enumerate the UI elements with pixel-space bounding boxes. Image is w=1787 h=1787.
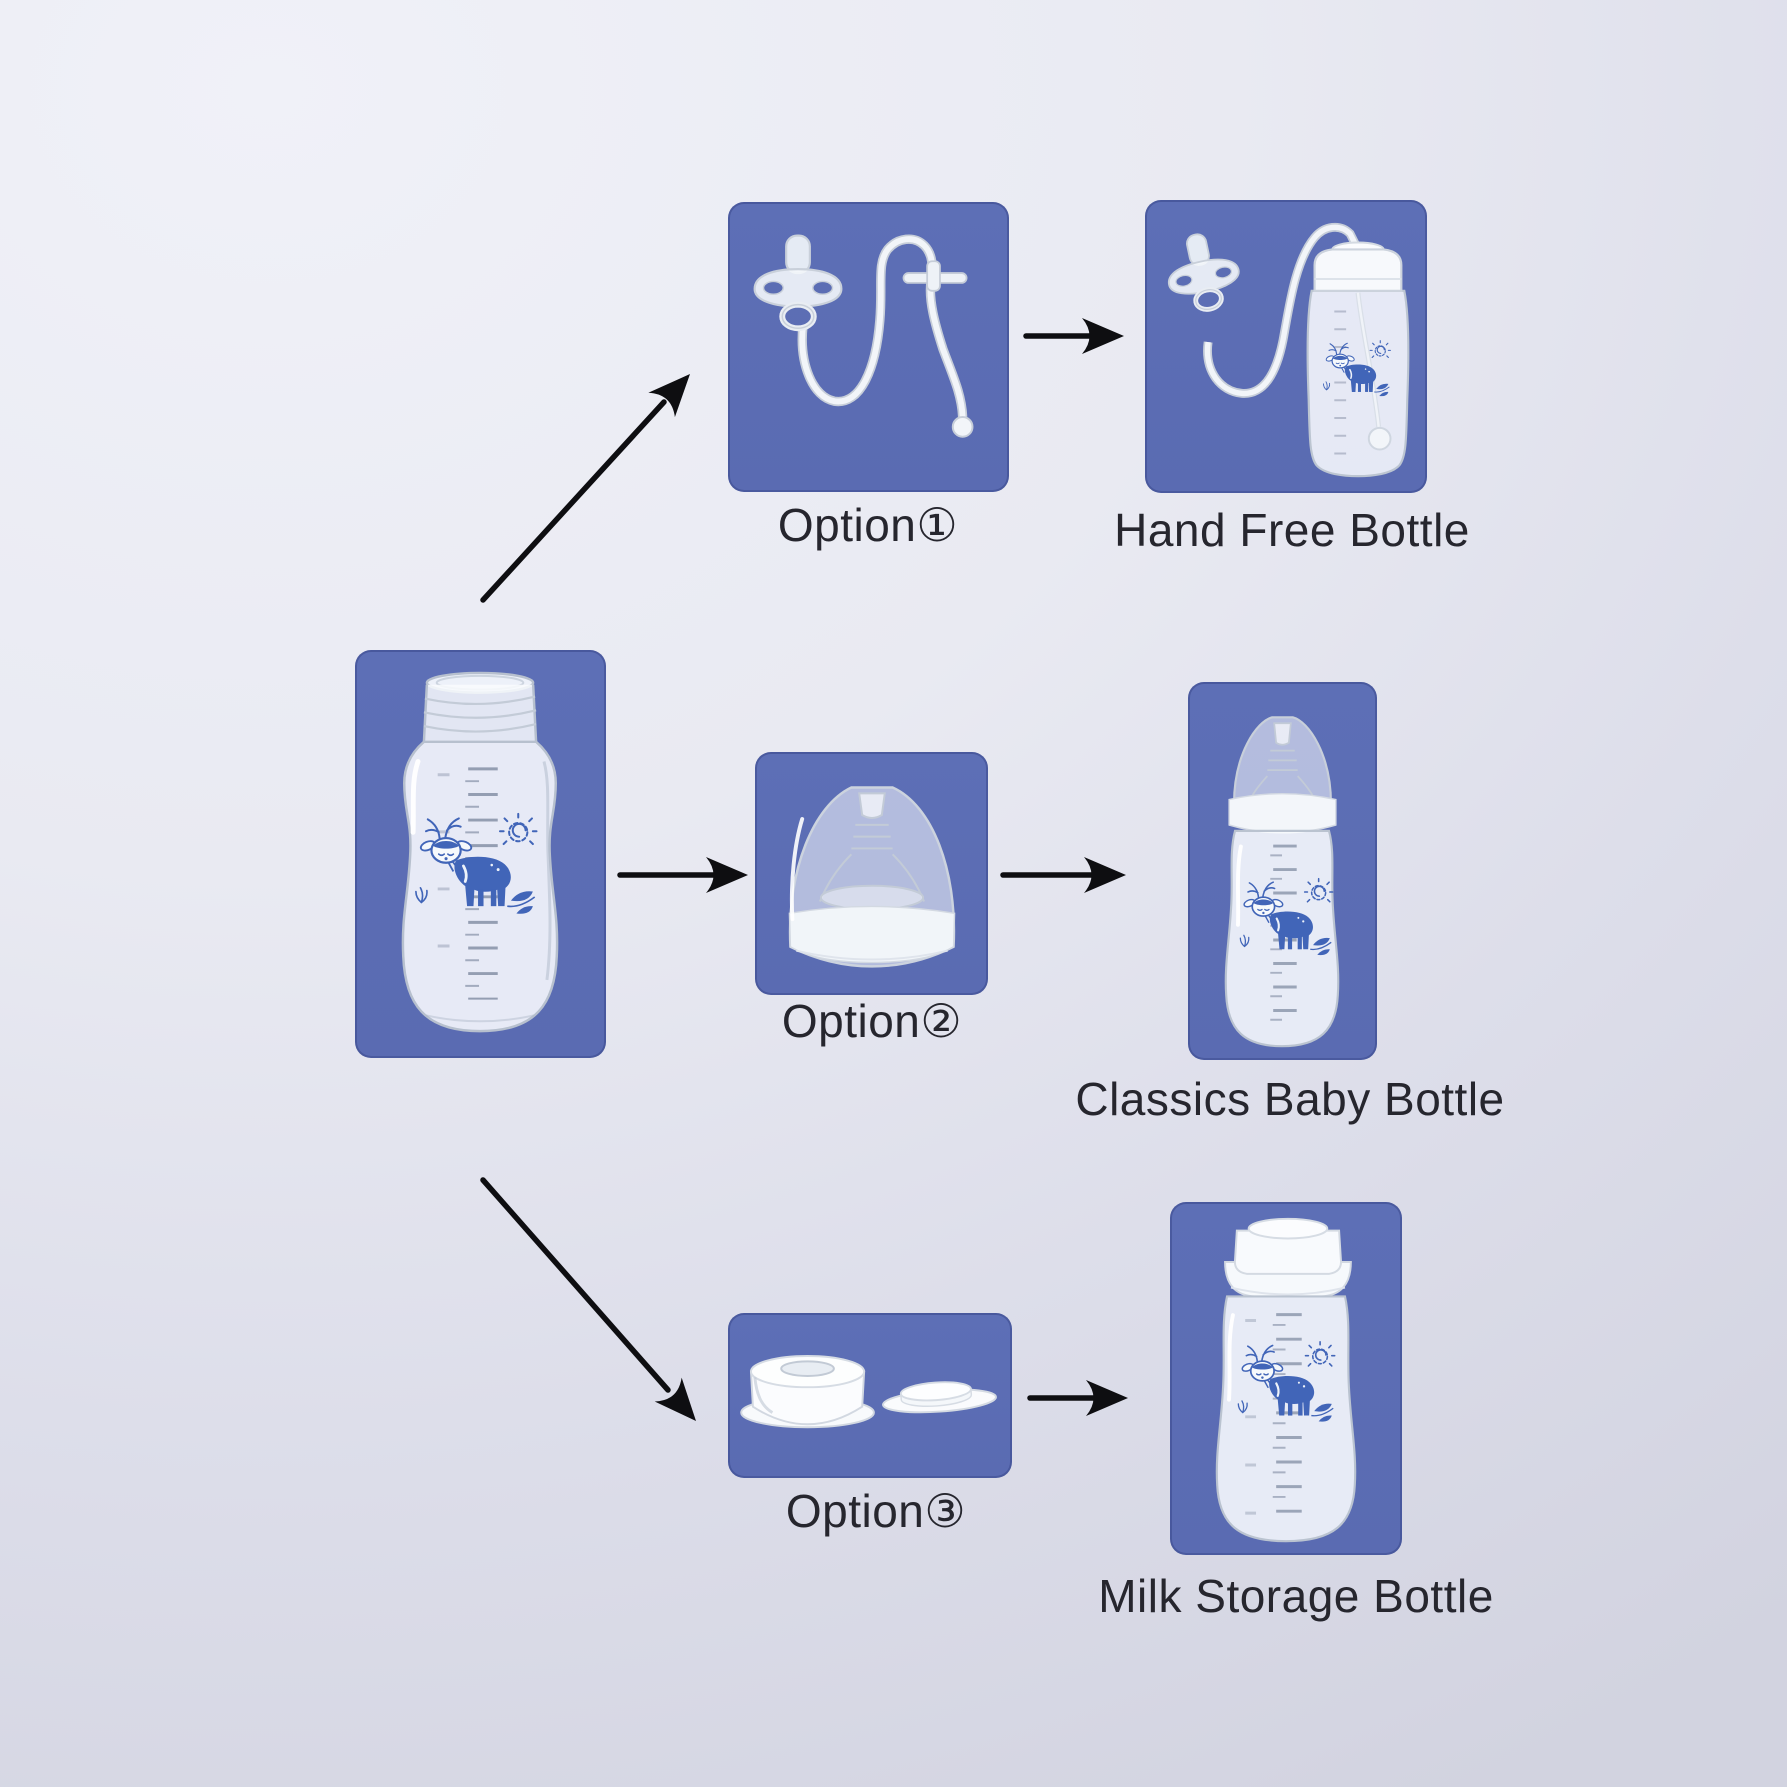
pacifier-tube-image [753,234,974,438]
arrow-base-to-option3 [480,1177,696,1421]
base-bottle-panel [355,650,606,1058]
option3-panel [728,1313,1012,1478]
bottle-with-cap [1306,241,1410,478]
pacifier [1168,233,1240,312]
pacifier [753,234,843,332]
storage-cap [1224,1217,1352,1298]
arrow-option3-to-result [1027,1380,1128,1416]
option2-panel [755,752,988,995]
option2-label: Option② [781,995,963,1047]
milk-storage-bottle-label: Milk Storage Bottle [1098,1570,1494,1622]
storage-ring-lid [740,1355,875,1429]
option1-label: Option① [777,499,959,551]
tube-connector-clip [902,260,968,292]
milk-storage-bottle-image [1215,1217,1357,1543]
classics-baby-bottle-image [1224,716,1340,1048]
arrow-base-to-option1 [480,374,690,603]
option3-label: Option③ [785,1485,967,1537]
milk-storage-bottle-panel [1170,1202,1402,1555]
classics-baby-bottle-label: Classics Baby Bottle [1075,1073,1505,1125]
arrow-base-to-option2 [617,857,748,893]
inner-nipple-silhouette [818,792,925,911]
storage-lid-set-image [740,1355,997,1429]
sealing-disc [882,1381,997,1414]
classics-baby-bottle-panel [1188,682,1377,1060]
arrow-option1-to-result [1023,318,1124,354]
arrow-option2-to-result [1000,857,1126,893]
hand-free-bottle-label: Hand Free Bottle [1114,504,1470,556]
hand-free-bottle-image [1168,222,1410,478]
option1-panel [728,202,1009,492]
inner-nipple-silhouette [1245,722,1320,808]
hand-free-bottle-panel [1145,200,1427,493]
nipple-dome-cap-image [788,786,956,968]
wide-neck-glass-bottle-image [401,671,559,1033]
